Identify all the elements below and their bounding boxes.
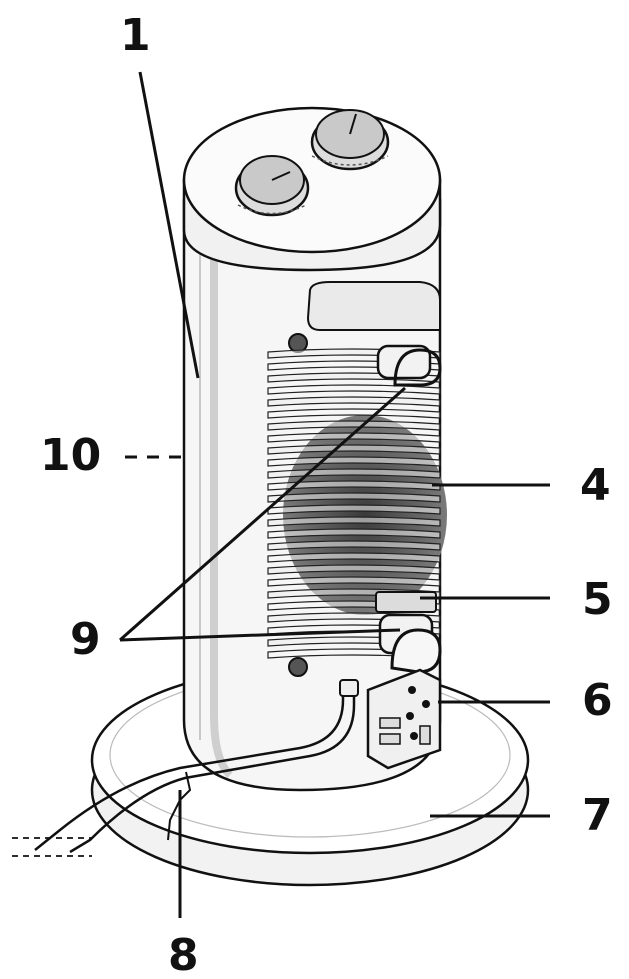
cable-holder-top	[376, 344, 442, 387]
temperature-knob	[234, 155, 310, 217]
filter-latch	[375, 591, 437, 613]
screw-top	[288, 333, 308, 353]
rear-grille	[267, 348, 447, 659]
grille-slat	[267, 396, 441, 407]
leader-1	[138, 71, 200, 379]
grille-slat	[267, 432, 441, 443]
grille-slat	[267, 528, 441, 539]
power-cable	[34, 679, 359, 854]
leader-9a	[119, 386, 406, 642]
socket-panel	[366, 668, 442, 770]
callout-9: 9	[70, 614, 101, 665]
grille-slat	[267, 384, 441, 395]
grille-slat	[267, 408, 441, 419]
leader-lines	[119, 71, 550, 918]
grille-slat	[267, 480, 441, 491]
callout-8: 8	[168, 930, 199, 979]
cable-continuation-dashes	[12, 837, 92, 857]
grille-slat	[267, 516, 441, 527]
callout-1: 1	[120, 10, 151, 61]
grille-slat	[267, 504, 441, 515]
grille-slat	[267, 420, 441, 431]
grille-slat	[267, 576, 441, 587]
grille-slat	[267, 456, 441, 467]
handle-slot	[306, 281, 441, 331]
screw-bottom	[288, 657, 308, 677]
callout-5: 5	[582, 574, 613, 625]
callout-7: 7	[582, 790, 613, 841]
cable-holder-bottom	[378, 613, 442, 674]
top-cap	[182, 106, 442, 272]
grille-slat	[267, 492, 441, 503]
grille-slat	[267, 552, 441, 563]
callout-4: 4	[580, 460, 611, 511]
grille-slat	[267, 444, 441, 455]
callout-10: 10	[40, 430, 101, 481]
grille-slat	[267, 540, 441, 551]
grille-slat	[267, 564, 441, 575]
function-knob	[310, 109, 390, 171]
callout-6: 6	[582, 675, 613, 726]
leader-9b	[119, 628, 401, 642]
